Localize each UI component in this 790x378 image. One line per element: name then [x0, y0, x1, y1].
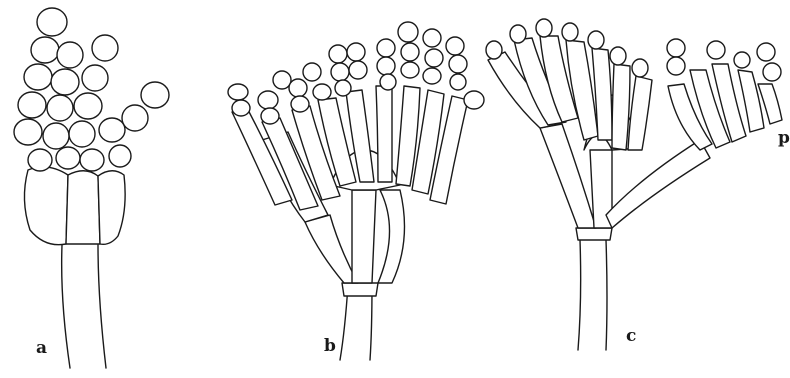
conidiophore-a [14, 8, 169, 368]
phialides-c-left [488, 36, 652, 150]
conidia-chain-a [14, 8, 169, 171]
stipe-b-node [342, 283, 378, 296]
conidiophore-c [486, 19, 782, 350]
panel-label-b: b [324, 338, 336, 355]
branch-b-mid [352, 190, 376, 283]
conidiophore-b [228, 22, 484, 360]
panel-label-c: c [626, 328, 636, 345]
metula-a-1 [24, 167, 68, 245]
edge-mark: p [778, 130, 790, 147]
stipe-c-node [576, 228, 612, 240]
metula-a-2 [66, 171, 100, 244]
metula-a-3 [98, 171, 125, 245]
panel-label-a: a [36, 340, 47, 357]
stipe-a [62, 245, 106, 368]
branch-c-right [606, 140, 710, 228]
branch-b-right [378, 190, 405, 283]
stipe-c [578, 240, 607, 350]
branch-b-left [305, 215, 358, 283]
